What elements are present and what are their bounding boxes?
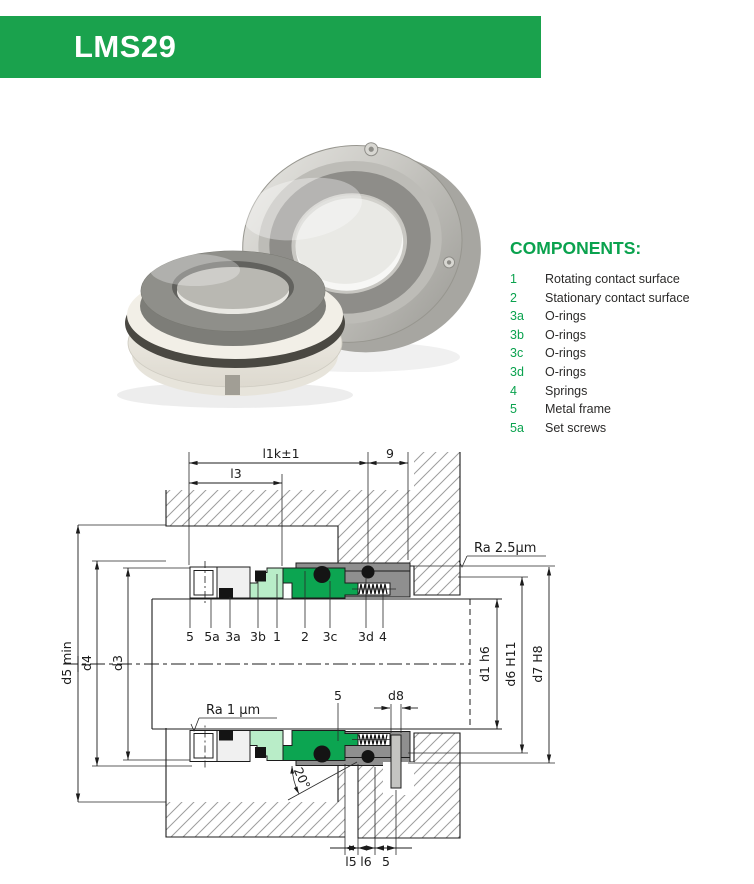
callout-1: 1	[273, 629, 281, 644]
callout-5: 5	[186, 629, 194, 644]
oring-3c	[313, 566, 331, 583]
dim-l1k-label: l1k±1	[262, 446, 299, 461]
ra-top-label: Ra 2.5μm	[474, 541, 536, 556]
callout-3b: 3b	[250, 629, 266, 644]
callout-3a: 3a	[225, 629, 241, 644]
component-item: 2 Stationary contact surface	[510, 289, 750, 308]
component-item: 5a Set screws	[510, 419, 750, 438]
oring-3b	[255, 570, 266, 582]
angle-annotation: 20°	[287, 761, 358, 801]
dim-d1-label: d1 h6	[477, 646, 492, 682]
dim-l3-label: l3	[230, 466, 241, 481]
component-label: O-rings	[545, 364, 586, 379]
header-banner: LMS29	[0, 16, 541, 78]
component-number: 5a	[510, 420, 524, 435]
component-label: O-rings	[545, 309, 586, 324]
component-number: 3c	[510, 346, 524, 361]
component-label: O-rings	[545, 327, 586, 342]
component-item: 3d O-rings	[510, 363, 750, 382]
callout-3d: 3d	[358, 629, 374, 644]
lower-callouts: 5 d8	[334, 688, 418, 741]
dim-d5-label: d5 min	[59, 641, 74, 684]
dim-d8-label: d8	[388, 688, 404, 703]
dimension-lines-left: d5 min d4 d3	[59, 524, 192, 803]
roughness-top: Ra 2.5μm	[458, 541, 546, 568]
dimension-lines-top: l1k±1 9 l3	[188, 446, 409, 566]
component-number: 2	[510, 290, 517, 305]
component-item: 5 Metal frame	[510, 400, 750, 419]
dim-5-label: 5	[382, 854, 390, 869]
component-label: Metal frame	[545, 402, 611, 417]
component-number: 3b	[510, 327, 524, 342]
component-item: 3a O-rings	[510, 307, 750, 326]
component-number: 3a	[510, 309, 524, 324]
component-label: Set screws	[545, 420, 607, 435]
component-item: 4 Springs	[510, 382, 750, 401]
dim-d4-label: d4	[79, 655, 94, 671]
ra-bottom-label: Ra 1 μm	[206, 703, 260, 718]
dim-l5-label: l5	[345, 854, 356, 869]
seal-ring-left	[125, 250, 345, 396]
dimension-lines-right: d1 h6 d6 H11 d7 H8	[408, 565, 555, 764]
component-label: Springs	[545, 383, 588, 398]
component-number: 4	[510, 383, 517, 398]
drive-slot	[225, 375, 240, 395]
component-label: Rotating contact surface	[545, 272, 680, 286]
component-item: 3b O-rings	[510, 326, 750, 345]
component-number: 3d	[510, 364, 524, 379]
dim-d7-label: d7 H8	[530, 645, 545, 682]
dimension-lines-bottom: l5 l6 5	[330, 764, 412, 869]
dim-9-label: 9	[386, 446, 394, 461]
roughness-bottom: Ra 1 μm	[190, 703, 277, 733]
housing-section	[165, 452, 461, 839]
dim-d6-label: d6 H11	[503, 641, 518, 686]
dim-angle-label: 20°	[291, 765, 314, 791]
technical-drawing: l1k±1 9 l3 d5 min d4 d3 d1 h6 d6 H11 d7 …	[59, 446, 555, 869]
component-item: 1 Rotating contact surface	[510, 270, 750, 289]
set-screw-pin	[390, 734, 402, 789]
rotating-face-1	[249, 567, 284, 599]
callout-3c: 3c	[323, 629, 338, 644]
dim-l6-label: l6	[360, 854, 371, 869]
component-callouts: 5 5a 3a 3b 1 2 3c 3d 4	[186, 571, 387, 644]
callout-4: 4	[379, 629, 387, 644]
component-number: 5	[510, 402, 517, 417]
callout-2: 2	[301, 629, 309, 644]
oring-3a	[219, 588, 233, 599]
stationary-face-2	[282, 567, 359, 599]
component-number: 1	[510, 272, 517, 286]
callout-lower-5: 5	[334, 688, 342, 703]
spring-4	[358, 583, 388, 595]
oring-3d	[361, 565, 375, 579]
components-title: COMPONENTS:	[510, 238, 642, 258]
callout-5a: 5a	[204, 629, 220, 644]
shaft-section	[63, 598, 502, 730]
component-label: O-rings	[545, 346, 586, 361]
component-item: 3c O-rings	[510, 344, 750, 363]
page-title: LMS29	[74, 29, 177, 64]
dim-d3-label: d3	[110, 655, 125, 671]
product-photo	[117, 142, 481, 408]
component-label: Stationary contact surface	[545, 290, 690, 305]
